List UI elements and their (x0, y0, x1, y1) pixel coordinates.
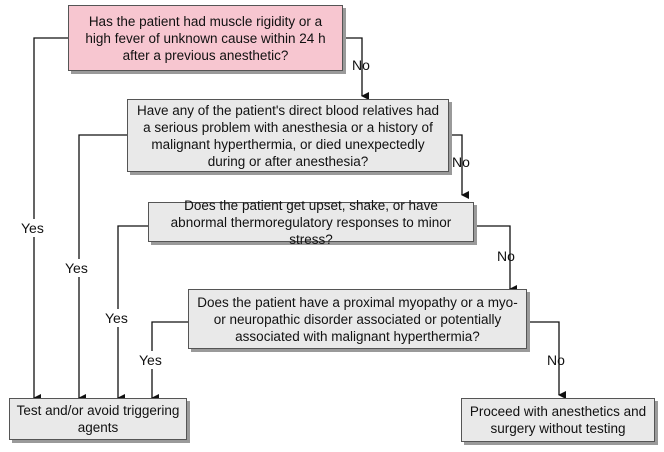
question-1-box: Has the patient had muscle rigidity or a… (68, 5, 343, 71)
test-avoid-box: Test and/or avoid triggering agents (9, 398, 187, 440)
no-label-q1: No (352, 57, 370, 73)
question-4-box: Does the patient have a proximal myopath… (188, 289, 527, 349)
yes-path-q2 (78, 134, 127, 402)
no-path-q4 (527, 321, 566, 399)
yes-label-q1: Yes (20, 219, 45, 237)
question-3-box: Does the patient get upset, shake, or ha… (148, 198, 474, 247)
question-2-box: Have any of the patient's direct blood r… (127, 99, 449, 172)
no-path-q3 (474, 225, 517, 293)
question-2-text: Have any of the patient's direct blood r… (136, 102, 439, 169)
no-label-q2: No (452, 154, 470, 170)
question-1-text: Has the patient had muscle rigidity or a… (85, 13, 326, 63)
yes-label-q2: Yes (64, 259, 89, 277)
proceed-box: Proceed with anesthetics and surgery wit… (461, 398, 655, 442)
yes-path-q4 (151, 321, 188, 402)
test-avoid-text: Test and/or avoid triggering agents (16, 403, 180, 435)
no-path-q2 (449, 134, 469, 199)
question-4-text: Does the patient have a proximal myopath… (197, 294, 518, 344)
no-label-q3: No (497, 248, 515, 264)
no-path-q1 (343, 37, 369, 100)
no-label-q4: No (547, 352, 565, 368)
yes-label-q3: Yes (104, 309, 129, 327)
question-3-text: Does the patient get upset, shake, or ha… (170, 197, 452, 247)
yes-label-q4: Yes (138, 351, 163, 369)
yes-path-q3 (117, 225, 148, 402)
proceed-text: Proceed with anesthetics and surgery wit… (469, 404, 647, 436)
yes-path-q1 (33, 37, 68, 402)
